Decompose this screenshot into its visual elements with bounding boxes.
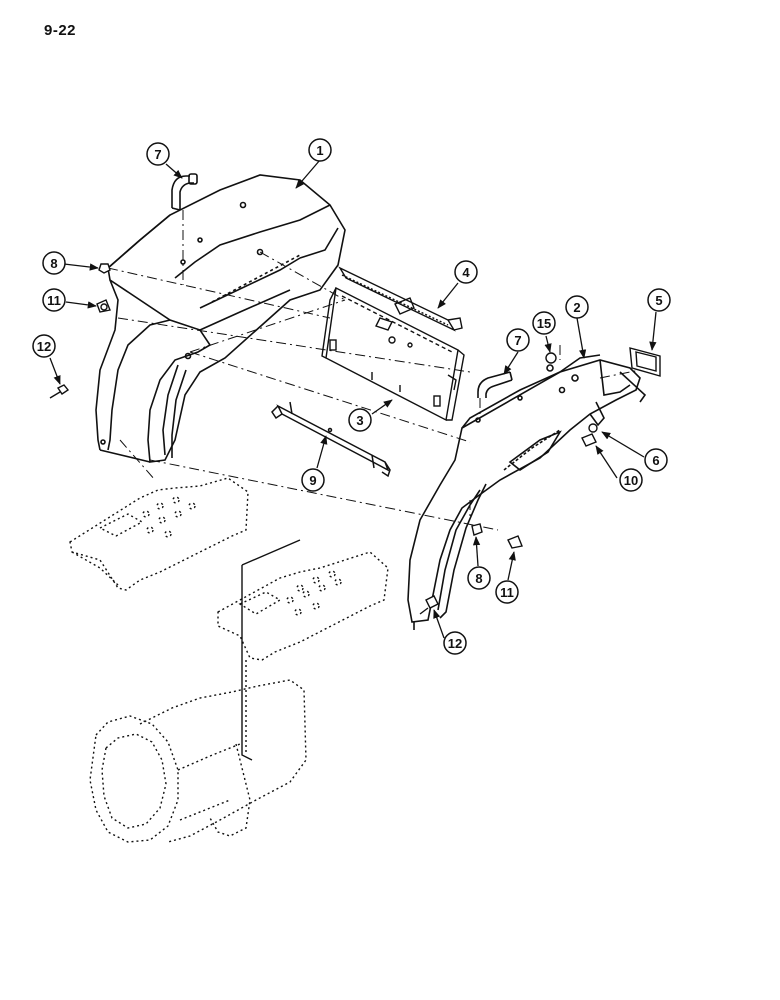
leader-lines	[49, 159, 657, 639]
alignment-lines	[107, 210, 641, 531]
callout-5: 5	[647, 288, 671, 312]
callout-1: 1	[308, 138, 332, 162]
platform-outline-lower	[217, 551, 389, 661]
callout-label-3: 3	[356, 413, 363, 428]
callout-label-10: 10	[624, 473, 638, 488]
callout-label-11-left: 11	[47, 293, 61, 308]
callout-label-7-right: 7	[514, 333, 521, 348]
callout-label-5: 5	[655, 293, 662, 308]
callout-6: 6	[644, 448, 668, 472]
callout-4: 4	[454, 260, 478, 284]
transmission-housing-outline	[89, 679, 307, 843]
callout-15: 15	[532, 311, 556, 335]
callout-12-left: 12	[32, 334, 56, 358]
callout-label-7-left: 7	[154, 147, 161, 162]
bracket-part-9	[271, 401, 391, 478]
left-handle-part-7	[171, 173, 198, 211]
left-fender-part-1	[95, 174, 346, 463]
callout-label-4: 4	[462, 265, 470, 280]
callout-label-8-right: 8	[475, 571, 482, 586]
callout-3: 3	[348, 408, 372, 432]
callout-10: 10	[619, 468, 643, 492]
callout-label-12-left: 12	[37, 339, 51, 354]
right-fender-part-2	[407, 354, 647, 630]
right-handle-part-7	[477, 371, 513, 398]
callout-label-1: 1	[316, 143, 323, 158]
platform-outline-upper	[69, 477, 249, 591]
callout-8-left: 8	[42, 251, 66, 275]
frame-plate	[241, 539, 301, 761]
callout-9: 9	[301, 468, 325, 492]
callout-label-11-right: 11	[500, 585, 514, 600]
callout-label-2: 2	[573, 300, 580, 315]
callout-8-right: 8	[467, 566, 491, 590]
callout-label-6: 6	[652, 453, 659, 468]
panel-part-3	[321, 286, 465, 422]
callout-7-left: 7	[146, 142, 170, 166]
callout-11-left: 11	[42, 288, 66, 312]
callout-11-right: 11	[495, 580, 519, 604]
fasteners	[49, 263, 598, 615]
plate-part-5	[629, 347, 661, 377]
callout-2: 2	[565, 295, 589, 319]
page-number: 9-22	[44, 22, 77, 39]
callout-label-8-left: 8	[50, 256, 57, 271]
callout-label-15: 15	[537, 316, 551, 331]
callout-label-9: 9	[309, 473, 316, 488]
callout-label-12-right: 12	[448, 636, 462, 651]
callout-12-right: 12	[443, 631, 467, 655]
callout-7-right: 7	[506, 328, 530, 352]
